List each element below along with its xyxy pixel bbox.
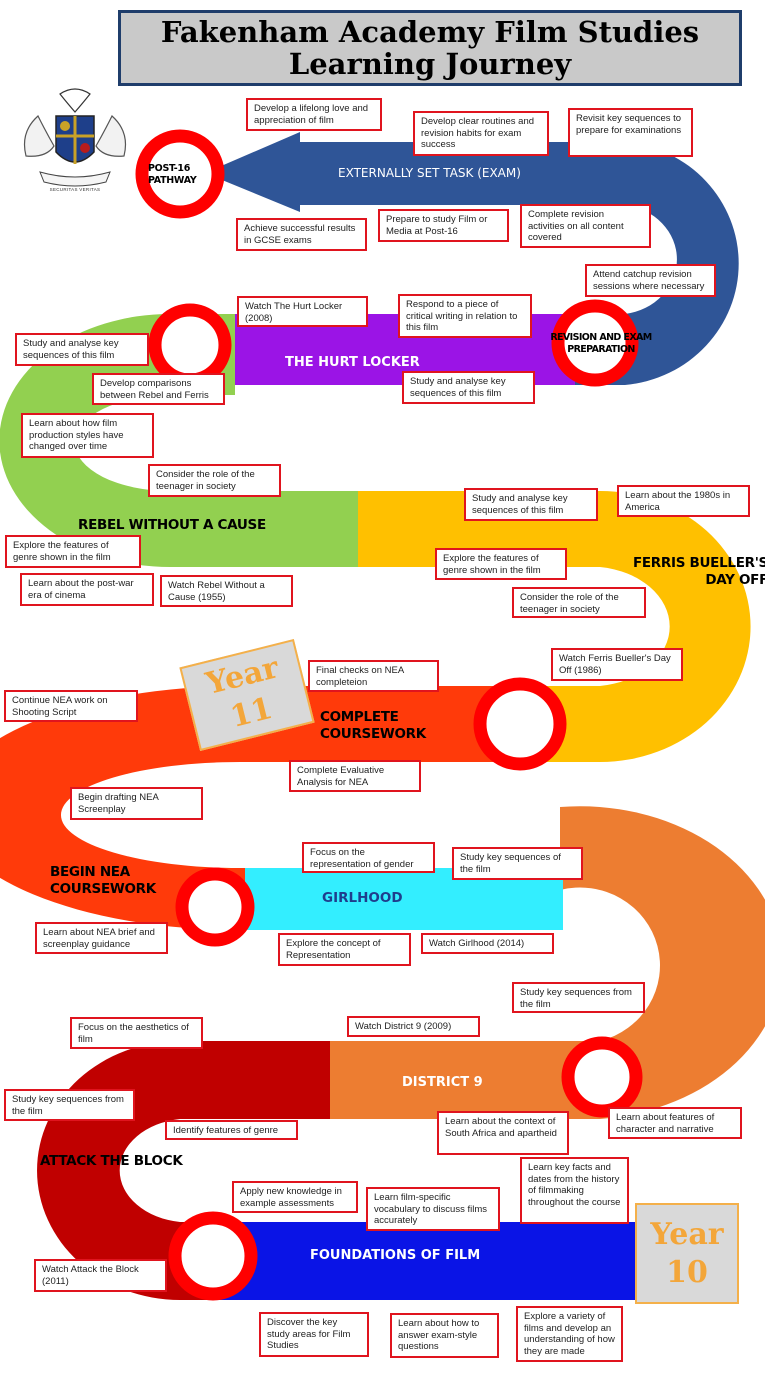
label-exam: EXTERNALLY SET TASK (EXAM) — [338, 166, 521, 180]
box-explore-films: Explore a variety of films and develop a… — [516, 1306, 623, 1362]
box-watch-girlhood: Watch Girlhood (2014) — [421, 933, 554, 954]
box-answer-exam: Learn about how to answer exam-style que… — [390, 1313, 499, 1358]
crest-motto: SECURITAS VERITAS — [49, 187, 101, 192]
label-girlhood: GIRLHOOD — [322, 890, 403, 906]
box-watch-hurt-locker: Watch The Hurt Locker (2008) — [237, 296, 368, 327]
box-study-sequences-rebel: Study and analyse key sequences of this … — [15, 333, 149, 366]
box-watch-rebel: Watch Rebel Without a Cause (1955) — [160, 575, 293, 607]
label-begin-nea: BEGIN NEA COURSEWORK — [50, 864, 156, 897]
label-attack: ATTACK THE BLOCK — [40, 1153, 183, 1169]
box-representation: Explore the concept of Representation — [278, 933, 411, 966]
box-learn-1980s: Learn about the 1980s in America — [617, 485, 750, 517]
box-study-attack: Study key sequences from the film — [4, 1089, 135, 1121]
box-genre-ferris: Explore the features of genre shown in t… — [435, 548, 567, 580]
label-foundations: FOUNDATIONS OF FILM — [310, 1248, 481, 1263]
box-nea-brief: Learn about NEA brief and screenplay gui… — [35, 922, 168, 954]
road-foundations — [215, 1222, 640, 1300]
box-gcse-results: Achieve successful results in GCSE exams — [236, 218, 367, 251]
box-apply-knowledge: Apply new knowledge in example assessmen… — [232, 1181, 358, 1213]
box-lifelong-love: Develop a lifelong love and appreciation… — [246, 98, 382, 131]
page-title: Fakenham Academy Film Studies Learning J… — [118, 10, 742, 86]
box-evaluative: Complete Evaluative Analysis for NEA — [289, 760, 421, 792]
box-vocabulary: Learn film-specific vocabulary to discus… — [366, 1187, 500, 1231]
label-rebel: REBEL WITHOUT A CAUSE — [78, 517, 266, 533]
box-drafting: Begin drafting NEA Screenplay — [70, 787, 203, 820]
box-post-war: Learn about the post-war era of cinema — [20, 573, 154, 606]
box-study-d9: Study key sequences from the film — [512, 982, 645, 1013]
box-comparisons: Develop comparisons between Rebel and Fe… — [92, 373, 225, 405]
ring-hurt-locker — [148, 303, 232, 387]
label-post16: POST-16 PATHWAY — [148, 163, 197, 186]
box-study-sequences-hl: Study and analyse key sequences of this … — [402, 371, 535, 404]
road-rebel — [0, 314, 358, 567]
box-discover: Discover the key study areas for Film St… — [259, 1312, 369, 1357]
label-district9: DISTRICT 9 — [402, 1075, 483, 1090]
box-key-facts: Learn key facts and dates from the histo… — [520, 1157, 629, 1224]
box-prepare-post16: Prepare to study Film or Media at Post-1… — [378, 209, 509, 242]
box-teenager-ferris: Consider the role of the teenager in soc… — [512, 587, 646, 618]
box-genre-features: Identify features of genre — [165, 1120, 298, 1140]
box-catchup: Attend catchup revision sessions where n… — [585, 264, 716, 297]
box-gender: Focus on the representation of gender — [302, 842, 435, 873]
box-continue-nea: Continue NEA work on Shooting Script — [4, 690, 138, 722]
box-aesthetics: Focus on the aesthetics of film — [70, 1017, 203, 1049]
ring-revision — [551, 299, 639, 387]
box-complete-revision: Complete revision activities on all cont… — [520, 204, 651, 248]
label-revision: REVISION AND EXAM PREPARATION — [550, 332, 652, 355]
road-district9 — [330, 806, 765, 1119]
ring-begin-nea — [175, 867, 255, 947]
label-complete-coursework: COMPLETE COURSEWORK — [320, 709, 426, 742]
box-watch-d9: Watch District 9 (2009) — [347, 1016, 480, 1037]
label-ferris: FERRIS BUELLER'S DAY OFF — [632, 555, 765, 588]
school-crest-icon — [23, 88, 127, 187]
year10-label: Year 10 — [635, 1203, 739, 1304]
ring-complete-coursework — [473, 677, 567, 771]
box-study-sequences-ferris: Study and analyse key sequences of this … — [464, 488, 598, 521]
box-south-africa: Learn about the context of South Africa … — [437, 1111, 569, 1155]
box-watch-attack: Watch Attack the Block (2011) — [34, 1259, 167, 1292]
ring-foundations — [168, 1211, 258, 1301]
ring-post16 — [135, 129, 225, 219]
box-final-checks: Final checks on NEA completeion — [308, 660, 439, 692]
box-routines: Develop clear routines and revision habi… — [413, 111, 549, 156]
road-begin-nea — [0, 686, 510, 930]
box-respond-writing: Respond to a piece of critical writing i… — [398, 294, 532, 338]
box-revisit-sequences: Revisit key sequences to prepare for exa… — [568, 108, 693, 157]
ring-district9 — [561, 1036, 643, 1118]
label-hurt-locker: THE HURT LOCKER — [285, 355, 420, 370]
box-watch-ferris: Watch Ferris Bueller's Day Off (1986) — [551, 648, 683, 681]
box-production-styles: Learn about how film production styles h… — [21, 413, 154, 458]
box-genre-rebel: Explore the features of genre shown in t… — [5, 535, 141, 568]
box-character: Learn about features of character and na… — [608, 1107, 742, 1139]
box-teenager-rebel: Consider the role of the teenager in soc… — [148, 464, 281, 497]
box-study-girlhood: Study key sequences of the film — [452, 847, 583, 880]
